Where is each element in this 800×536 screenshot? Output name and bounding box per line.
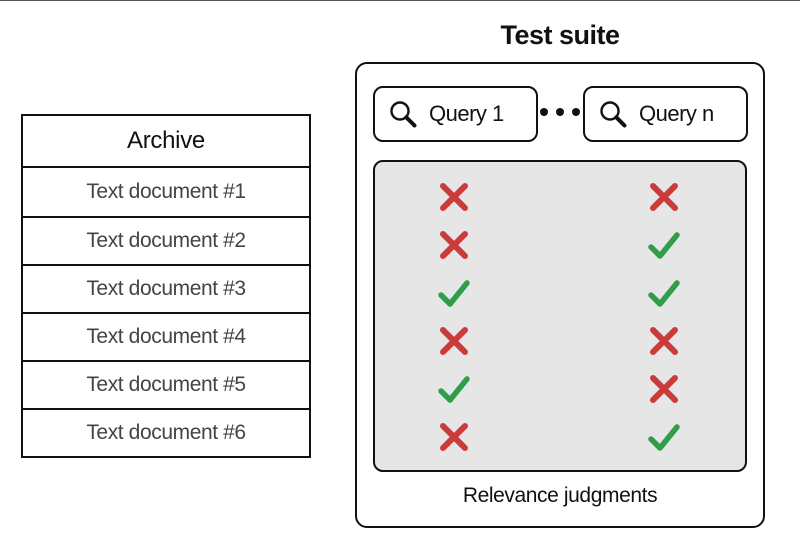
query-n-label: Query n	[639, 101, 714, 126]
query-1-box: Query 1	[373, 86, 538, 142]
archive-document-5: Text document #5	[23, 360, 309, 408]
archive-title: Archive	[23, 116, 309, 168]
archive-document-3: Text document #3	[23, 264, 309, 312]
archive-table: Archive Text document #1 Text document #…	[21, 114, 311, 458]
query-n-judgment-5-cross-icon	[647, 372, 681, 406]
ellipsis-dot	[540, 108, 548, 116]
ellipsis-dot	[572, 108, 580, 116]
query-1-judgment-2-cross-icon	[437, 228, 471, 262]
relevance-judgments-panel	[373, 160, 747, 472]
query-n-judgment-2-check-icon	[647, 228, 681, 262]
query-1-judgment-6-cross-icon	[437, 420, 471, 454]
query-1-judgment-1-cross-icon	[437, 180, 471, 214]
archive-document-6: Text document #6	[23, 408, 309, 456]
ellipsis	[540, 102, 580, 122]
relevance-judgments-label: Relevance judgments	[462, 484, 658, 507]
archive-document-2: Text document #2	[23, 216, 309, 264]
query-1-judgment-4-cross-icon	[437, 324, 471, 358]
ellipsis-dot	[556, 108, 564, 116]
query-n-judgment-6-check-icon	[647, 420, 681, 454]
query-1-label: Query 1	[429, 101, 504, 126]
query-n-box: Query n	[583, 86, 748, 142]
archive-document-4: Text document #4	[23, 312, 309, 360]
query-1-judgment-5-check-icon	[437, 372, 471, 406]
query-n-judgment-4-cross-icon	[647, 324, 681, 358]
test-suite-box: Query 1 Query n Relevance judgments	[355, 62, 765, 528]
query-1-judgment-3-check-icon	[437, 276, 471, 310]
query-n-judgment-1-cross-icon	[647, 180, 681, 214]
test-suite-title: Test suite	[500, 20, 620, 50]
query-n-judgment-3-check-icon	[647, 276, 681, 310]
top-divider	[0, 0, 800, 1]
archive-document-1: Text document #1	[86, 180, 246, 203]
search-icon	[390, 101, 417, 128]
search-icon	[600, 101, 627, 128]
